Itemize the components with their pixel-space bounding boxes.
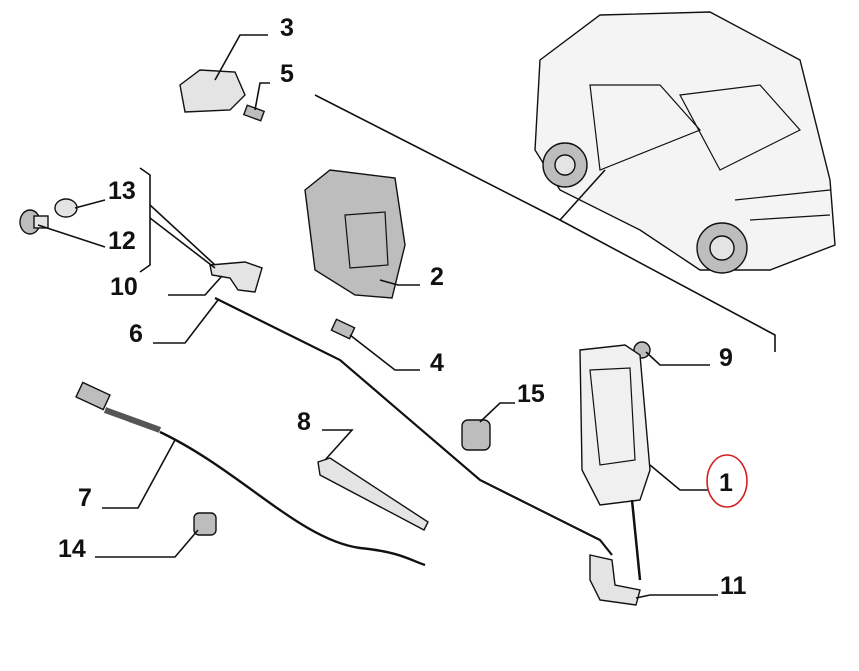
callout-11: 11 xyxy=(720,572,747,600)
callout-9: 9 xyxy=(719,344,733,372)
part-15-bushing xyxy=(461,419,491,451)
part-1-door-handle xyxy=(579,344,651,581)
part-8-cable-tie xyxy=(317,457,429,531)
callout-3: 3 xyxy=(280,14,294,42)
callout-7: 7 xyxy=(78,484,92,512)
van-illustration xyxy=(534,11,836,274)
part-7-cable xyxy=(75,381,426,567)
part-3-bracket xyxy=(179,69,246,113)
leader-lines xyxy=(37,34,776,599)
part-14-nut xyxy=(193,512,217,536)
callout-13: 13 xyxy=(108,177,136,205)
callout-2: 2 xyxy=(430,263,444,291)
callout-8: 8 xyxy=(297,408,311,436)
callout-6: 6 xyxy=(129,320,143,348)
part-13-washer xyxy=(54,198,78,218)
part-10-bracket xyxy=(209,261,263,293)
callout-10: 10 xyxy=(110,273,138,301)
callout-14: 14 xyxy=(58,535,86,563)
callout-4: 4 xyxy=(430,349,444,377)
part-4-screw xyxy=(330,318,356,340)
part-11-bracket xyxy=(589,554,641,606)
callout-12: 12 xyxy=(108,227,136,255)
callout-15: 15 xyxy=(517,380,545,408)
part-6-rod xyxy=(214,297,613,556)
part-2-lock xyxy=(304,169,406,299)
callout-1: 1 xyxy=(719,469,733,497)
callout-5: 5 xyxy=(280,60,294,88)
part-5-screw xyxy=(242,104,266,122)
highlight-circle xyxy=(706,454,748,508)
